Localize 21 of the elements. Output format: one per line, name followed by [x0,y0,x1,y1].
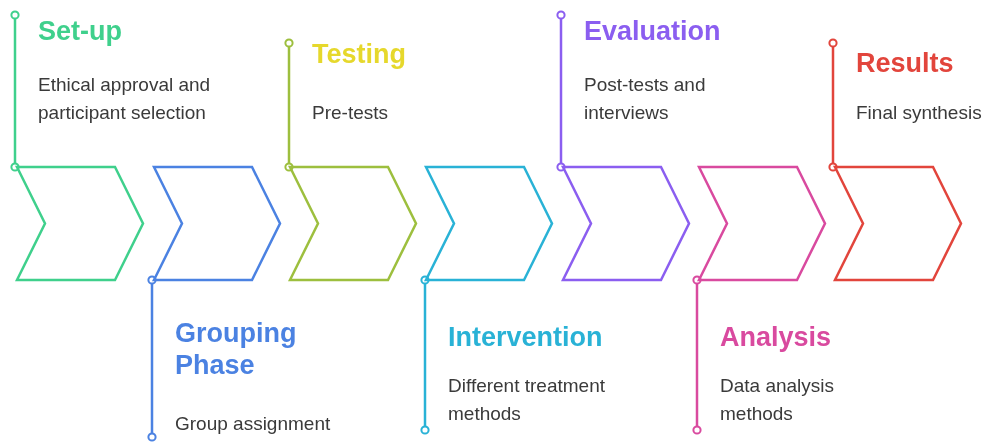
connector-line [284,38,294,172]
stage-description: Group assignment [175,412,332,436]
stage-description: Pre-tests [312,101,390,125]
connector-line [147,275,157,442]
stage-description: Post-tests and interviews [584,73,707,125]
stage-title: Evaluation [584,15,722,47]
stage-title: Set-up [38,15,123,47]
stage-title: Testing [312,38,407,70]
stage-description: Final synthesis [856,101,983,125]
stage-title: Intervention [448,321,604,353]
connector-line [420,275,430,435]
stage-title: Grouping Phase [175,317,298,381]
connector-line [556,10,566,172]
stage-description: Data analysis methods [720,374,836,426]
stage-description: Ethical approval and participant selection [38,73,212,125]
connector-line [828,38,838,172]
stage-title: Results [856,47,955,79]
stage-description: Different treatment methods [448,374,606,426]
stage-title: Analysis [720,321,833,353]
connector-line [10,10,20,172]
connector-line [692,275,702,435]
